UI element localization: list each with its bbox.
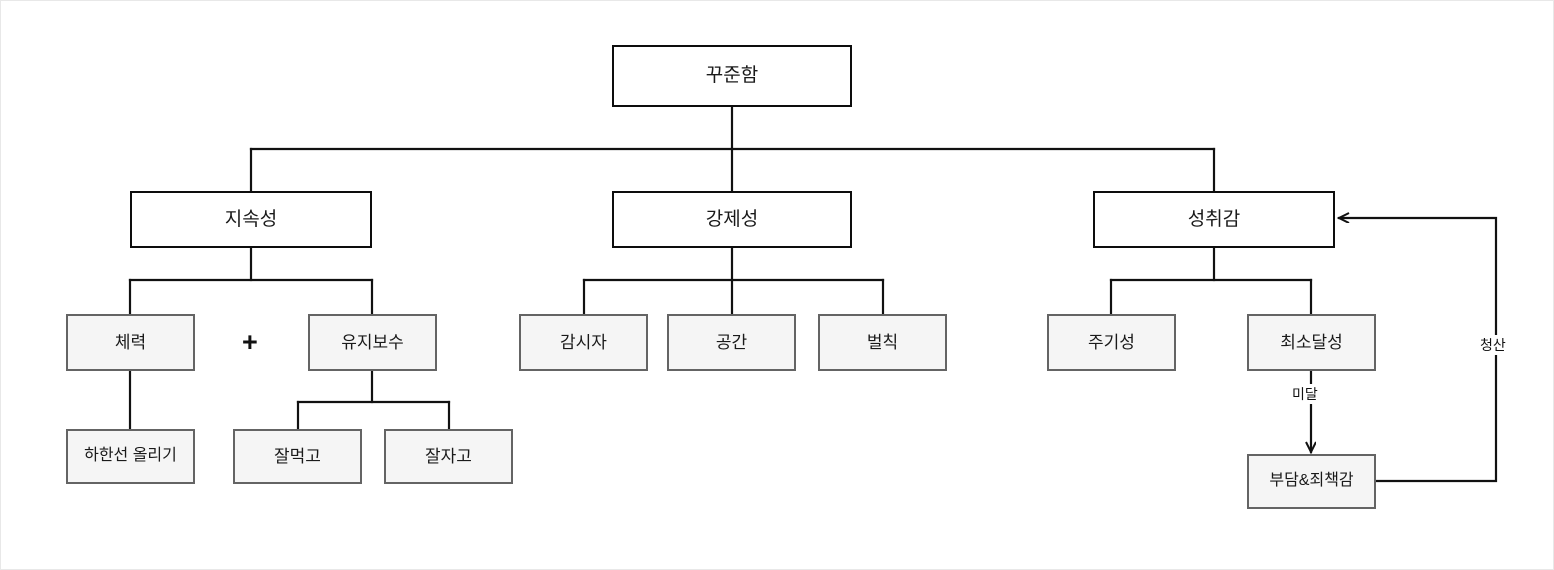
node-eatwell[interactable]: 잘먹고: [233, 429, 362, 484]
node-persistence[interactable]: 지속성: [130, 191, 372, 248]
node-watcher-label: 감시자: [560, 332, 607, 352]
node-maintenance-label: 유지보수: [341, 332, 404, 352]
node-sleepwell-label: 잘자고: [425, 446, 472, 466]
edge-label-clearing: 청산: [1477, 335, 1509, 355]
node-sleepwell[interactable]: 잘자고: [384, 429, 513, 484]
plus-operator-icon: +: [242, 327, 258, 357]
node-maintenance[interactable]: 유지보수: [308, 314, 437, 371]
node-guilt-label: 부담&죄책감: [1269, 472, 1354, 490]
node-achievement-label: 성취감: [1187, 208, 1241, 230]
edge-label-shortfall: 미달: [1289, 384, 1321, 404]
node-minimum-label: 최소달성: [1280, 332, 1343, 352]
node-root[interactable]: 꾸준함: [612, 45, 852, 107]
node-cycle-label: 주기성: [1088, 332, 1135, 352]
node-cycle[interactable]: 주기성: [1047, 314, 1176, 371]
node-persistence-label: 지속성: [224, 208, 278, 230]
node-root-label: 꾸준함: [705, 65, 759, 87]
node-raise[interactable]: 하한선 올리기: [66, 429, 195, 484]
node-stamina[interactable]: 체력: [66, 314, 195, 371]
node-raise-label: 하한선 올리기: [84, 447, 177, 465]
node-penalty[interactable]: 벌칙: [818, 314, 947, 371]
node-coercion[interactable]: 강제성: [612, 191, 852, 248]
node-watcher[interactable]: 감시자: [519, 314, 648, 371]
node-eatwell-label: 잘먹고: [274, 446, 321, 466]
node-stamina-label: 체력: [114, 332, 147, 352]
node-guilt[interactable]: 부담&죄책감: [1247, 454, 1376, 509]
node-space-label: 공간: [715, 332, 748, 352]
node-achievement[interactable]: 성취감: [1093, 191, 1335, 248]
node-minimum[interactable]: 최소달성: [1247, 314, 1376, 371]
node-space[interactable]: 공간: [667, 314, 796, 371]
node-penalty-label: 벌칙: [866, 332, 899, 352]
node-coercion-label: 강제성: [705, 208, 759, 230]
